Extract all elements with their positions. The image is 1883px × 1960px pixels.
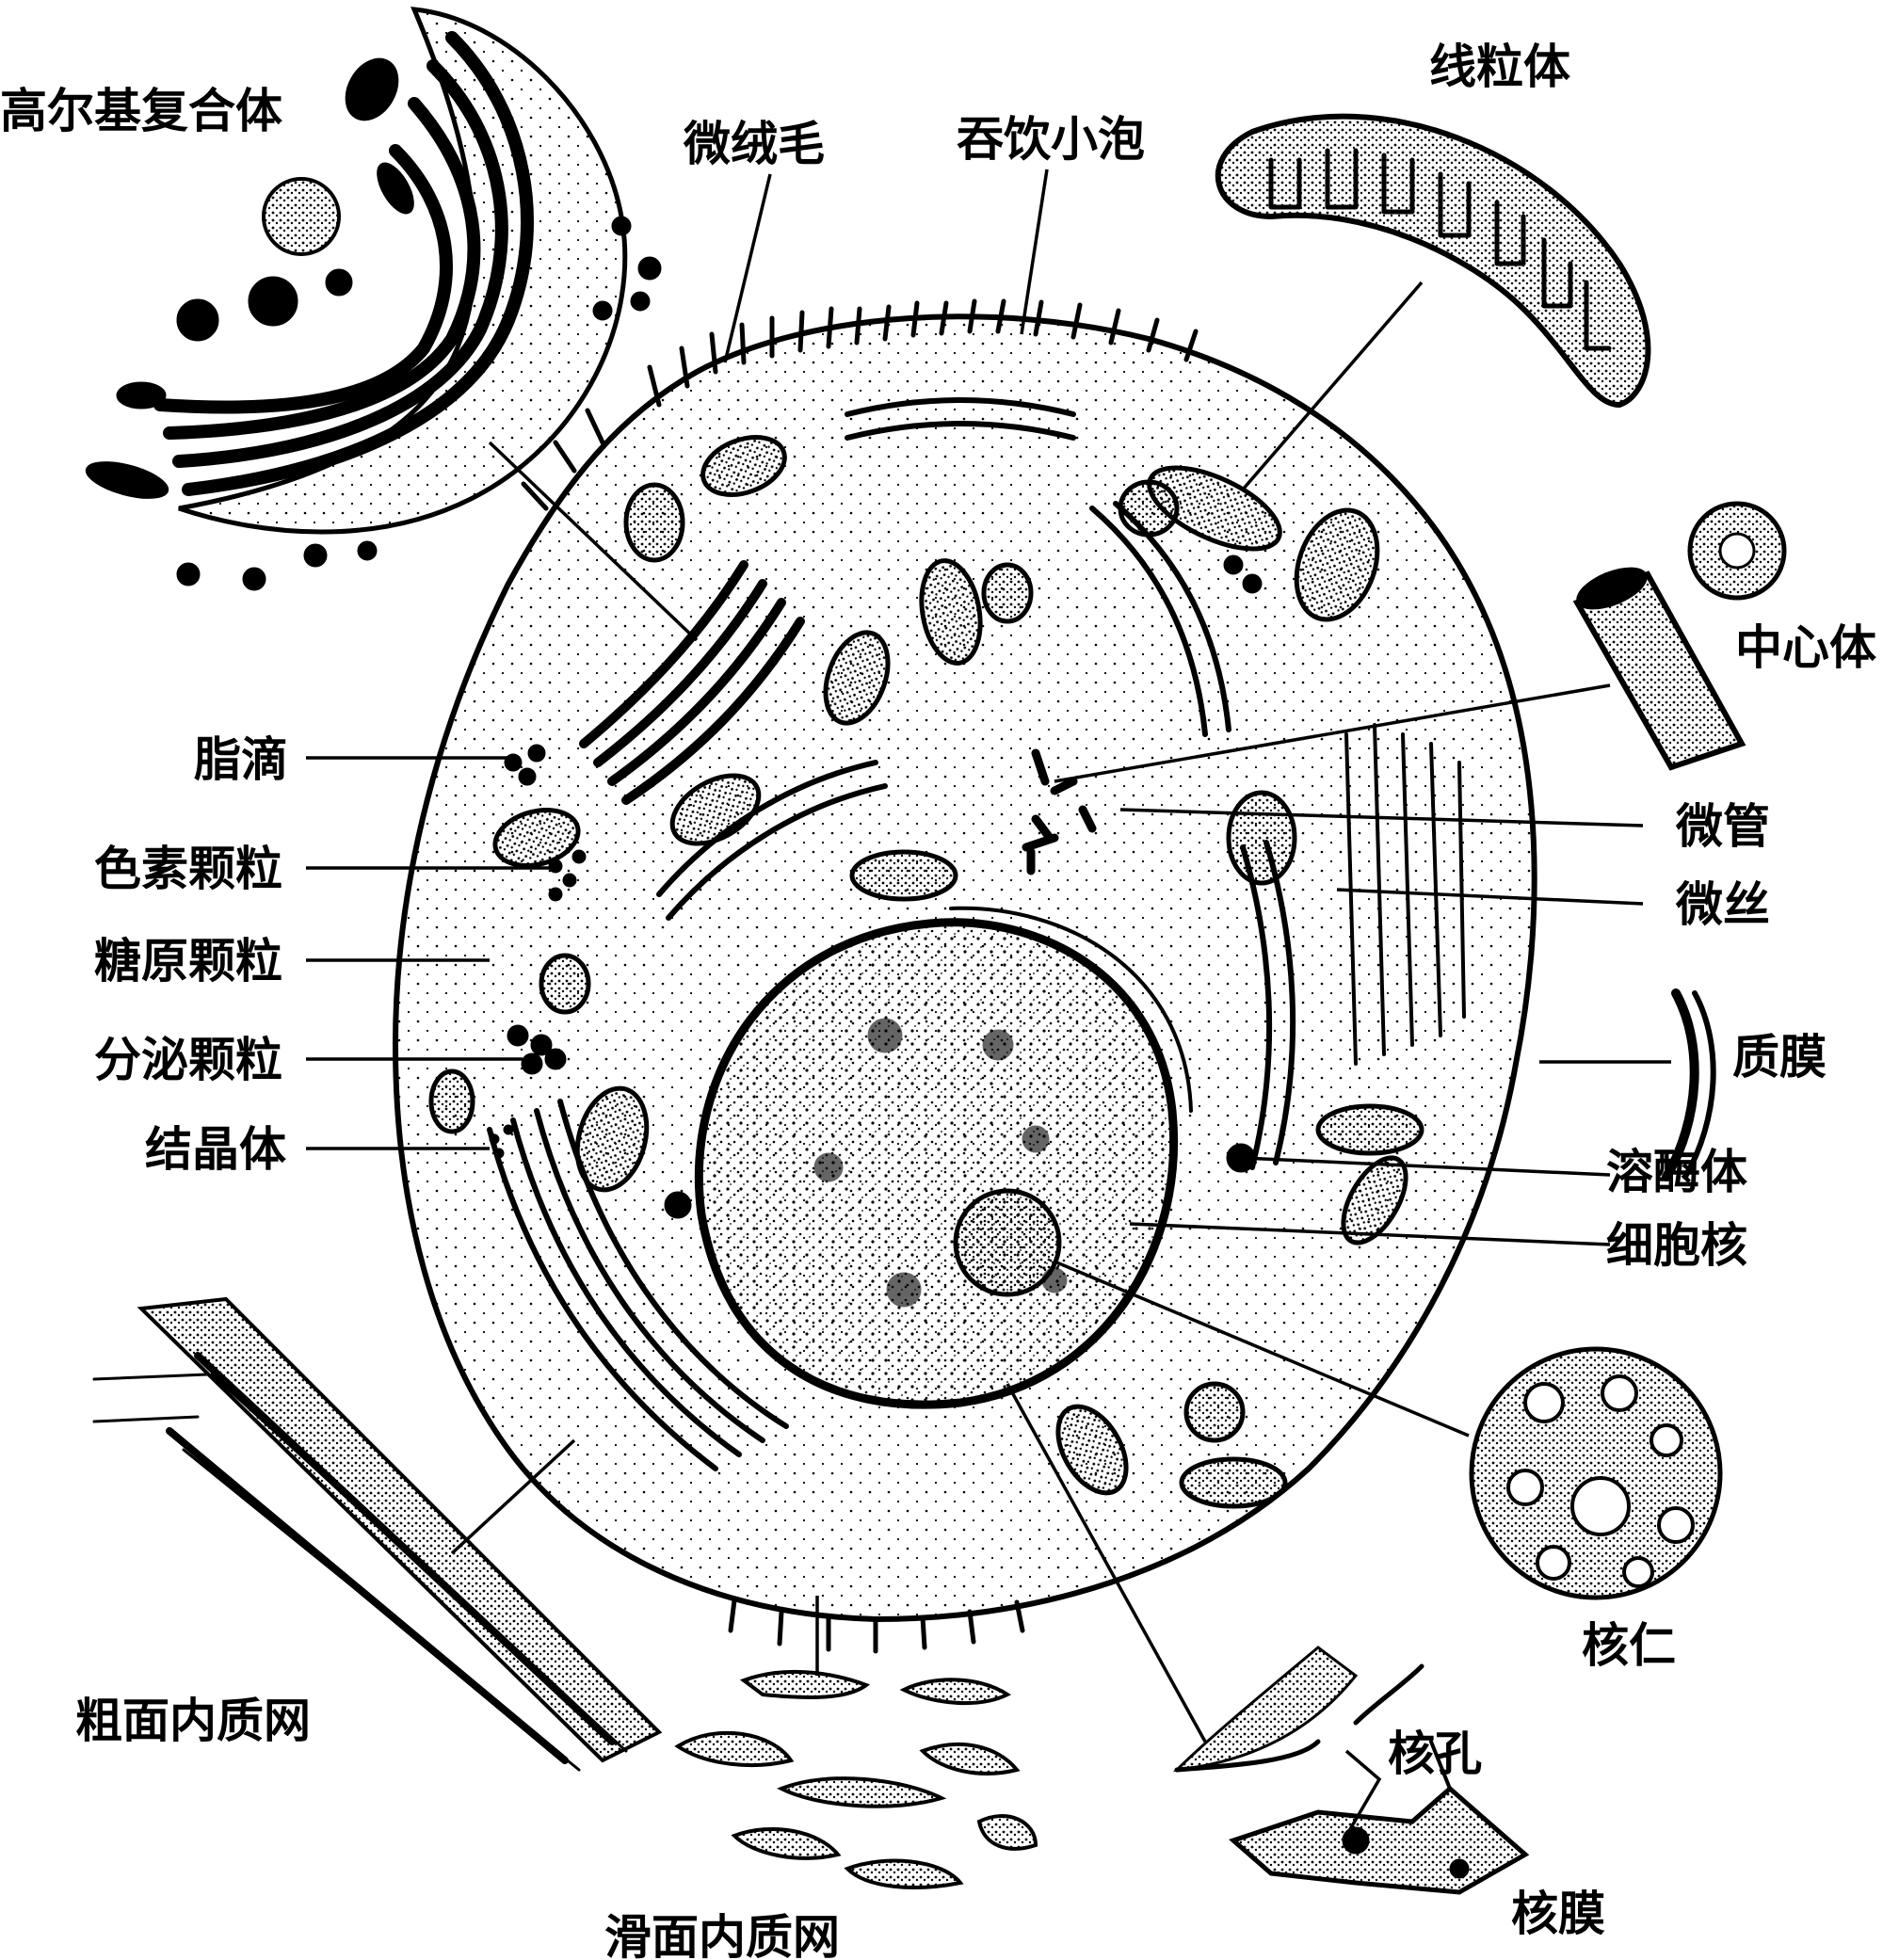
microvilli-projections [521, 298, 1199, 1654]
centrosome-inset [1572, 501, 1787, 771]
label-centrosome: 中心体 [1735, 620, 1876, 675]
centrioles-in-cell [1022, 748, 1097, 876]
smooth-er-inset [674, 1669, 1038, 1889]
nucleolus-inset [1469, 1346, 1723, 1600]
label-nucleolus: 核仁 [1582, 1618, 1676, 1673]
mitochondrion-inset [1215, 113, 1651, 409]
label-nucleus: 细胞核 [1606, 1218, 1747, 1273]
labels: 高尔基复合体 微绒毛 吞饮小泡 线粒体 中心体 脂滴 色素颗粒 糖原颗粒 分泌颗… [0, 40, 1876, 1960]
plasma-membrane-inset [1662, 988, 1716, 1181]
nuclear-pore-inset [1172, 1646, 1424, 1773]
label-microfilament: 微丝 [1675, 877, 1770, 932]
label-plasma-membrane: 质膜 [1732, 1030, 1827, 1084]
rough-er-inset [92, 1296, 663, 1772]
label-secretory-granule: 分泌颗粒 [94, 1033, 282, 1087]
label-smooth-er: 滑面内质网 [604, 1910, 840, 1960]
nuclear-envelope-inset [1229, 1740, 1530, 1895]
label-rough-er: 粗面内质网 [75, 1694, 311, 1748]
label-nuclear-envelope: 核膜 [1511, 1887, 1605, 1941]
golgi-inset [85, 7, 662, 591]
label-crystalloid: 结晶体 [145, 1122, 286, 1177]
cell [392, 298, 1537, 1654]
label-mitochondrion: 线粒体 [1429, 40, 1570, 94]
label-lipid-droplet: 脂滴 [194, 732, 288, 787]
label-golgi: 高尔基复合体 [0, 84, 282, 138]
label-microtubule: 微管 [1675, 799, 1770, 854]
leader-lines [306, 169, 1671, 1837]
nucleus [694, 906, 1193, 1409]
label-glycogen-granule: 糖原颗粒 [94, 934, 282, 988]
label-pinocytotic-vesicle: 吞饮小泡 [957, 112, 1145, 167]
label-pigment-granule: 色素颗粒 [94, 842, 282, 896]
nucleolus-in-cell [953, 1188, 1062, 1297]
mitochondria-in-cell [428, 435, 1424, 1509]
label-nuclear-pore: 核孔 [1388, 1727, 1482, 1781]
granules-in-cell [489, 554, 1263, 1219]
microfilaments-in-cell [1344, 723, 1466, 1066]
label-microvilli: 微绒毛 [683, 117, 825, 171]
golgi-in-cell [579, 560, 805, 805]
label-lysosome: 溶酶体 [1606, 1145, 1747, 1199]
